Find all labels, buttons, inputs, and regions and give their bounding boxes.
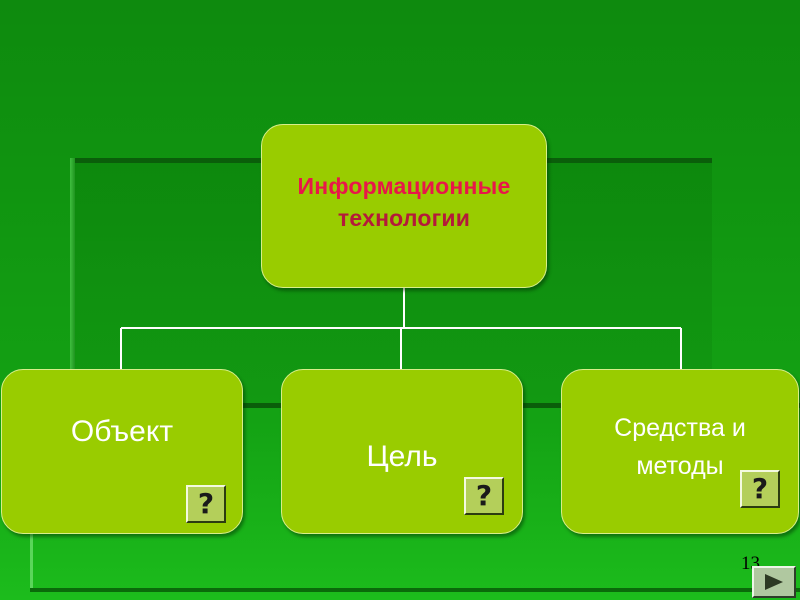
box-means-label-line2: методы — [636, 451, 724, 480]
help-button-object[interactable]: ? — [186, 485, 226, 523]
triangle-right-icon — [765, 574, 783, 590]
box-means-label-line1: Средства и — [614, 413, 746, 442]
question-mark-icon: ? — [197, 487, 215, 520]
next-slide-button[interactable] — [752, 566, 796, 598]
help-button-means[interactable]: ? — [740, 470, 780, 508]
help-button-goal[interactable]: ? — [464, 477, 504, 515]
box-goal-label: Цель — [366, 439, 438, 473]
question-mark-icon: ? — [751, 472, 769, 505]
box-object-label: Объект — [70, 414, 174, 448]
root-title: Информационные технологии — [298, 170, 511, 234]
box-means-and-methods: Средства и методы — [561, 369, 799, 534]
root-title-line1: Информационные — [297, 173, 511, 199]
box-means-label: Средства и методы — [614, 409, 746, 485]
box-information-technologies: Информационные технологии — [261, 124, 547, 288]
root-title-line2: технологии — [337, 205, 471, 231]
question-mark-icon: ? — [475, 479, 493, 512]
frame-strip-bottom — [30, 588, 800, 592]
frame-strip-vertical — [30, 508, 33, 592]
frame-strip-left — [70, 158, 75, 408]
